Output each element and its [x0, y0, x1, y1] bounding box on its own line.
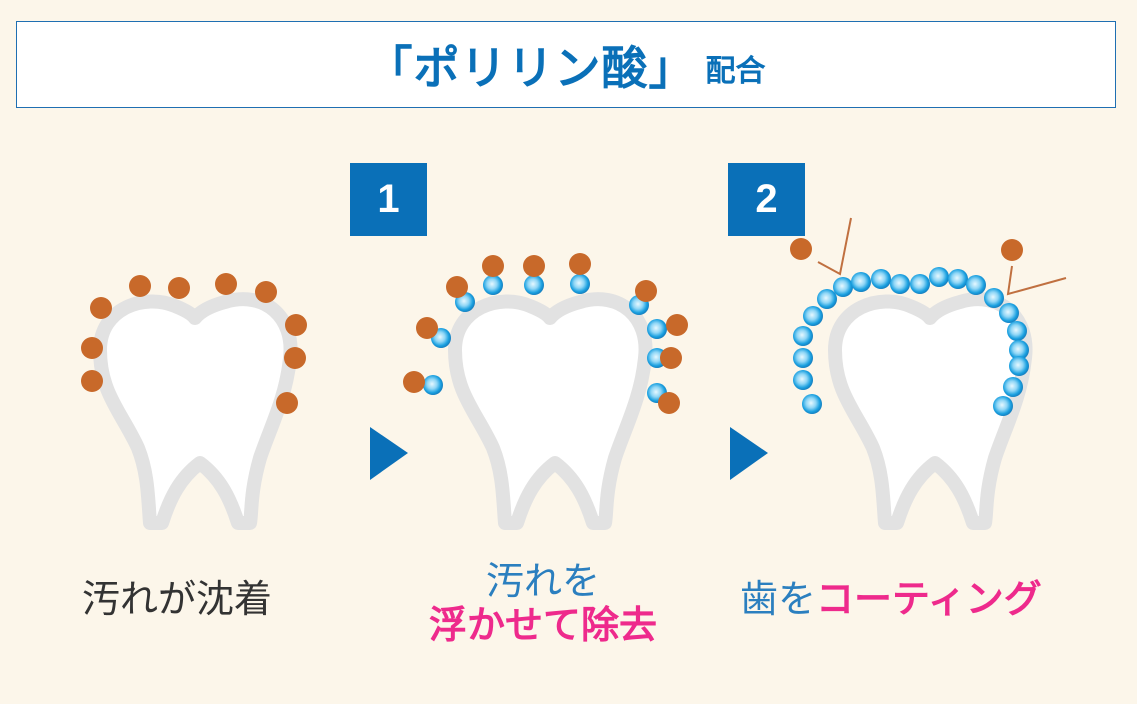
title-main: 「ポリリン酸」	[366, 40, 696, 95]
caption-step1-line1: 汚れを	[485, 559, 600, 603]
caption-step2-prefix: 歯を	[740, 577, 817, 621]
title-banner: 「ポリリン酸」 配合	[16, 21, 1116, 108]
coating-spheres	[793, 267, 1029, 416]
tooth-step1	[455, 299, 646, 523]
caption-step2: 歯をコーティング	[740, 577, 1042, 622]
lifted-stain-pairs	[403, 253, 688, 414]
step-2-badge: 2	[728, 163, 805, 236]
repelled-stains	[790, 238, 1023, 261]
arrow-icon	[370, 427, 408, 480]
step-1-badge: 1	[350, 163, 427, 236]
repel-lines	[817, 217, 1067, 296]
caption-step1: 汚れを 浮かせて除去	[398, 559, 688, 647]
arrow-icon	[730, 427, 768, 480]
caption-before: 汚れが沈着	[82, 577, 273, 621]
caption-step1-line2: 浮かせて除去	[428, 602, 657, 647]
title-sub: 配合	[705, 53, 766, 89]
caption-step2-highlight: コーティング	[816, 577, 1042, 621]
stain-dots-before	[81, 273, 307, 414]
tooth-before	[100, 299, 291, 523]
